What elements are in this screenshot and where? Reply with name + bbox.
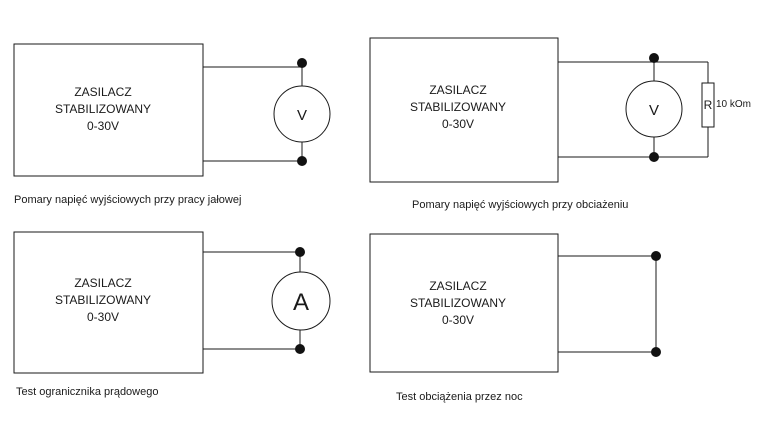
caption-load: Pomary napięć wyjściowych przy obciażeni…: [412, 199, 628, 211]
psu-label-line3: 0-30V: [87, 310, 119, 324]
caption-current: Test ogranicznika prądowego: [16, 386, 158, 398]
ammeter-symbol: A: [293, 289, 309, 316]
psu-label-line2: STABILIZOWANY: [55, 102, 151, 116]
voltmeter-load: [625, 80, 683, 138]
psu-label-line3: 0-30V: [442, 313, 474, 327]
psu-label-line1: ZASILACZ: [429, 83, 486, 97]
psu-label-line2: STABILIZOWANY: [410, 296, 506, 310]
psu-box-idle: [13, 43, 204, 177]
terminal-dot: [297, 58, 307, 68]
terminal-dot: [295, 247, 305, 257]
psu-label-line2: STABILIZOWANY: [410, 100, 506, 114]
psu-label-line3: 0-30V: [87, 119, 119, 133]
circuit-load: [369, 37, 715, 183]
terminal-dot: [649, 152, 659, 162]
voltmeter-symbol: V: [649, 102, 659, 119]
psu-box-overnight: [369, 233, 559, 373]
psu-box-load: [369, 37, 559, 183]
resistor-value: 10 kOm: [716, 99, 751, 110]
caption-overnight: Test obciążenia przez noc: [396, 391, 523, 403]
terminal-dot: [651, 347, 661, 357]
circuit-overnight: [369, 233, 657, 373]
psu-label-line1: ZASILACZ: [74, 85, 131, 99]
psu-box-current: [13, 231, 204, 374]
psu-label-line1: ZASILACZ: [429, 279, 486, 293]
psu-label-line2: STABILIZOWANY: [55, 293, 151, 307]
terminal-dot: [297, 156, 307, 166]
voltmeter-symbol: V: [297, 107, 307, 124]
psu-label-line1: ZASILACZ: [74, 276, 131, 290]
ammeter: [271, 271, 331, 331]
terminal-dot: [649, 53, 659, 63]
terminal-dot: [651, 251, 661, 261]
resistor-symbol: R: [704, 98, 713, 112]
psu-label-line3: 0-30V: [442, 117, 474, 131]
caption-idle: Pomary napięć wyjściowych przy pracy jał…: [14, 194, 241, 206]
voltmeter-idle: [273, 85, 331, 143]
terminal-dot: [295, 344, 305, 354]
